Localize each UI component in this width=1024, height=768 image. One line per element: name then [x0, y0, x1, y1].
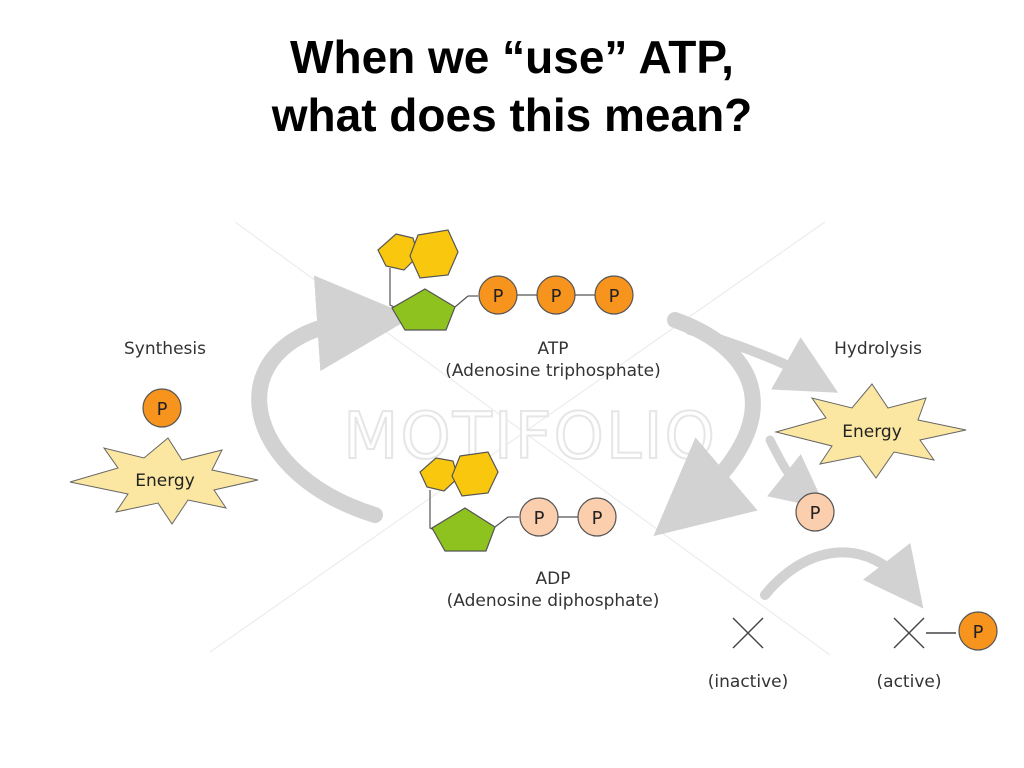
- synthesis-energy-label: Energy: [135, 471, 195, 491]
- cycle-arrows: [251, 275, 924, 609]
- hydrolysis-energy-burst: [774, 383, 967, 479]
- atp-molecule: P P P: [377, 229, 634, 331]
- phosphorylation-arrow: [760, 542, 924, 609]
- adp-molecule: P P: [419, 451, 617, 552]
- atp-phosphate-2-label: P: [551, 286, 562, 307]
- atp-phosphate-3-label: P: [609, 286, 620, 307]
- adp-phosphate-2: [577, 497, 617, 537]
- title-line-2: what does this mean?: [271, 89, 753, 141]
- released-phosphate: [795, 492, 835, 532]
- synthesis-label: Synthesis: [124, 339, 206, 359]
- active-substrate-icon: [893, 617, 956, 649]
- hydrolysis-label: Hydrolysis: [834, 339, 922, 359]
- inactive-substrate-icon: [732, 617, 764, 649]
- adp-base-ring-large: [451, 451, 499, 497]
- watermark-text: MOTIFOLIO: [343, 400, 717, 474]
- adp-phosphate-1-label: P: [534, 508, 545, 529]
- phosphate-release-arrow: [765, 435, 827, 509]
- synthesis-energy-burst: [69, 437, 259, 525]
- active-label: (active): [877, 672, 942, 692]
- title-line-1: When we “use” ATP,: [290, 31, 734, 83]
- active-phosphate: [958, 611, 998, 651]
- energy-release-arrow: [685, 325, 839, 393]
- adp-ribose: [431, 507, 496, 552]
- atp-glycosidic-bond: [389, 268, 397, 309]
- atp-full-name: (Adenosine triphosphate): [445, 361, 661, 381]
- atp-name: ATP: [538, 339, 569, 359]
- synthesis-phosphate-label: P: [157, 399, 168, 420]
- adp-base-ring-small: [419, 457, 459, 492]
- atp-phosphate-1-label: P: [493, 286, 504, 307]
- adp-name: ADP: [536, 569, 571, 589]
- released-phosphate-label: P: [810, 503, 821, 524]
- atp-ribose: [391, 288, 456, 331]
- hydrolysis-energy-label: Energy: [842, 422, 902, 442]
- adp-phosphate-2-label: P: [592, 508, 603, 529]
- atp-phosphate-3: [594, 275, 634, 315]
- active-phosphate-label: P: [973, 622, 984, 643]
- atp-base-ring-small: [377, 233, 419, 271]
- atp-base-ring-large: [409, 229, 459, 279]
- inactive-label: (inactive): [708, 672, 788, 692]
- synthesis-arrow: [251, 275, 413, 523]
- adp-full-name: (Adenosine diphosphate): [447, 591, 660, 611]
- synthesis-phosphate: [142, 388, 182, 428]
- slide-title: When we “use” ATP, what does this mean?: [0, 28, 1024, 144]
